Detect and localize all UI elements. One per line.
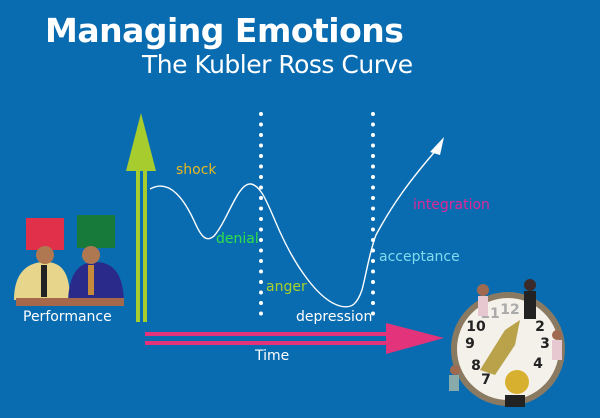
page-subtitle: The Kubler Ross Curve bbox=[142, 50, 413, 79]
curve-arrowhead-icon bbox=[430, 137, 444, 155]
svg-text:7: 7 bbox=[481, 372, 491, 388]
people-with-cards-image bbox=[14, 215, 124, 306]
svg-text:4: 4 bbox=[533, 356, 543, 372]
svg-text:3: 3 bbox=[540, 336, 550, 352]
svg-text:8: 8 bbox=[471, 358, 481, 374]
svg-text:10: 10 bbox=[466, 319, 486, 335]
svg-text:9: 9 bbox=[465, 336, 475, 352]
y-axis-label: Performance bbox=[23, 309, 112, 325]
stage-label-denial: denial bbox=[216, 231, 259, 247]
performance-arrow bbox=[126, 113, 156, 322]
stage-label-anger: anger bbox=[266, 279, 307, 295]
stage-label-acceptance: acceptance bbox=[379, 249, 460, 265]
stage-label-shock: shock bbox=[176, 162, 217, 178]
stage-label-depression: depression bbox=[296, 309, 373, 325]
time-arrow bbox=[145, 323, 444, 354]
page-title: Managing Emotions bbox=[45, 11, 404, 50]
svg-text:12: 12 bbox=[500, 302, 519, 318]
stage-label-integration: integration bbox=[413, 197, 490, 213]
svg-text:2: 2 bbox=[535, 319, 545, 335]
x-axis-label: Time bbox=[255, 348, 290, 364]
emotion-curve bbox=[149, 147, 439, 308]
